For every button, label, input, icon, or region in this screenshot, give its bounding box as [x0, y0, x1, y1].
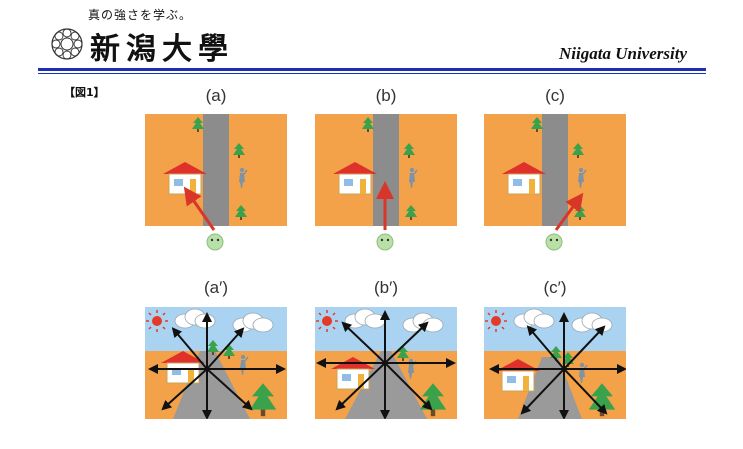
caption-a: (a)	[205, 86, 227, 105]
header-rule	[38, 68, 706, 71]
panel-b-prime	[315, 307, 457, 419]
caption-c: (c)	[545, 86, 565, 105]
view-a-prime-illustration	[145, 307, 287, 419]
scene-a-illustration	[145, 114, 287, 251]
caption-a-prime: (a′)	[204, 278, 228, 297]
scene-c-illustration	[484, 114, 626, 251]
figure-label: 【図1】	[64, 86, 105, 99]
tagline: 真の強さを学ぶ。	[88, 8, 193, 22]
view-c-prime-illustration	[484, 307, 626, 419]
page-header: 真の強さを学ぶ。 新潟大學 Niigata University	[0, 0, 743, 76]
view-b-prime-illustration	[315, 307, 457, 419]
caption-b-prime: (b′)	[374, 278, 398, 297]
header-rule-thin	[38, 73, 706, 74]
panel-b	[315, 114, 457, 256]
panel-c-prime	[484, 307, 626, 419]
university-name-en: Niigata University	[559, 44, 687, 63]
university-emblem-icon	[51, 28, 83, 60]
caption-c-prime: (c′)	[543, 278, 567, 297]
scene-b-illustration	[315, 114, 457, 251]
panel-c	[484, 114, 626, 256]
university-name-jp: 新潟大學	[90, 32, 234, 67]
panel-a	[145, 114, 287, 256]
panel-a-prime	[145, 307, 287, 419]
caption-b: (b)	[375, 86, 397, 105]
